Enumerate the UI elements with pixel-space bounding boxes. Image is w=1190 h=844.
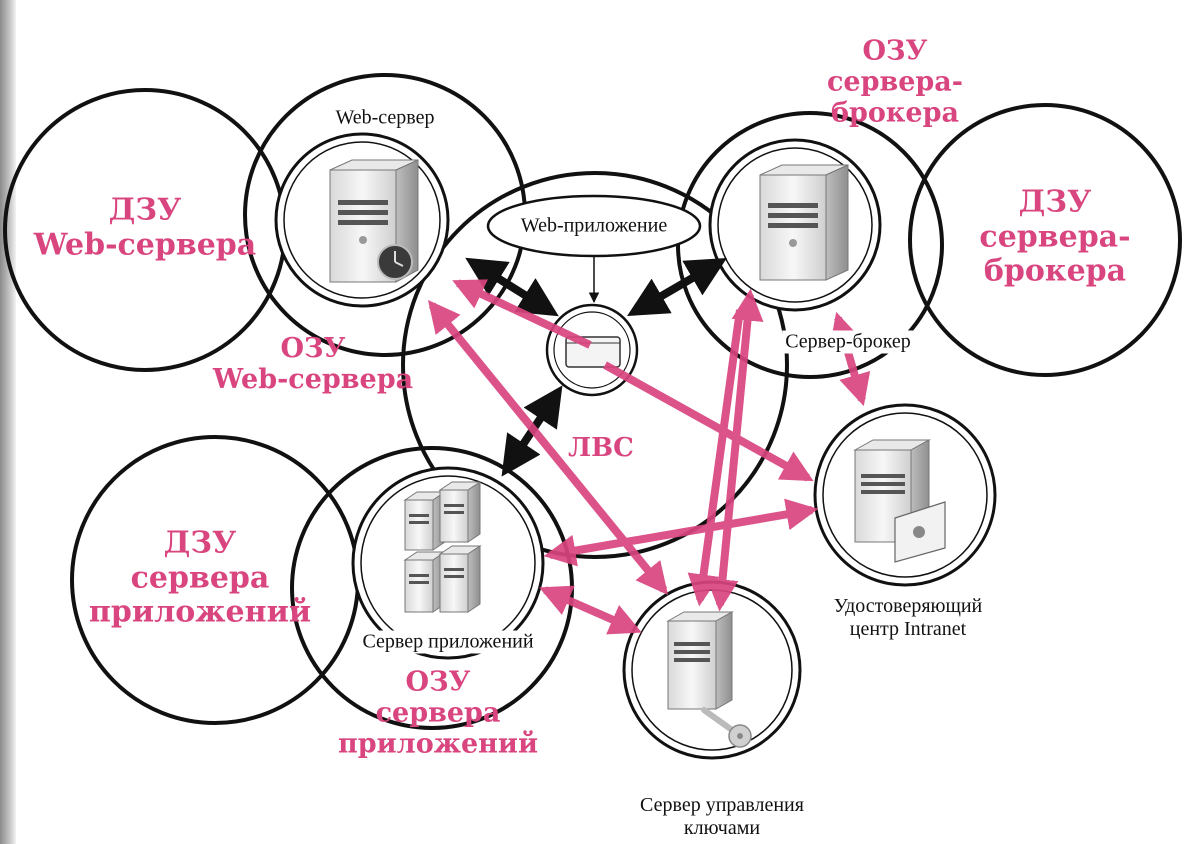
lan-label: ЛВС [568, 433, 634, 464]
web-server-label: Web-сервер [332, 106, 438, 130]
pink-arrow-app-to-ca [543, 498, 819, 567]
ca-label: Удостоверяющий центр Intranet [833, 595, 983, 640]
rom-broker-circle [908, 103, 1182, 377]
pink-arrow-app-to-key [539, 585, 642, 635]
scan-edge [0, 0, 16, 844]
server-cluster-icon [403, 481, 482, 613]
rom-broker-label: ДЗУ сервера- брокера [979, 184, 1131, 289]
app-server-label: Сервер приложений [359, 630, 537, 654]
rom-app-label: ДЗУ сервера приложений [88, 525, 312, 630]
ram-app-label: ОЗУ сервера приложений [338, 666, 538, 760]
server-tower-icon [759, 164, 849, 281]
key-server-label: Сервер управления ключами [640, 794, 804, 839]
ram-broker-label: ОЗУ сервера- брокера [826, 35, 964, 129]
server-key-icon [666, 611, 752, 748]
arrow-broker-to-app [627, 257, 727, 317]
web-app-label: Web-приложение [520, 214, 668, 237]
ram-web-label: ОЗУ Web-сервера [212, 332, 414, 395]
server-certificate-icon [853, 439, 946, 563]
broker-label: Сервер-брокер [782, 330, 914, 354]
rom-web-label: ДЗУ Web-сервера [33, 192, 257, 262]
